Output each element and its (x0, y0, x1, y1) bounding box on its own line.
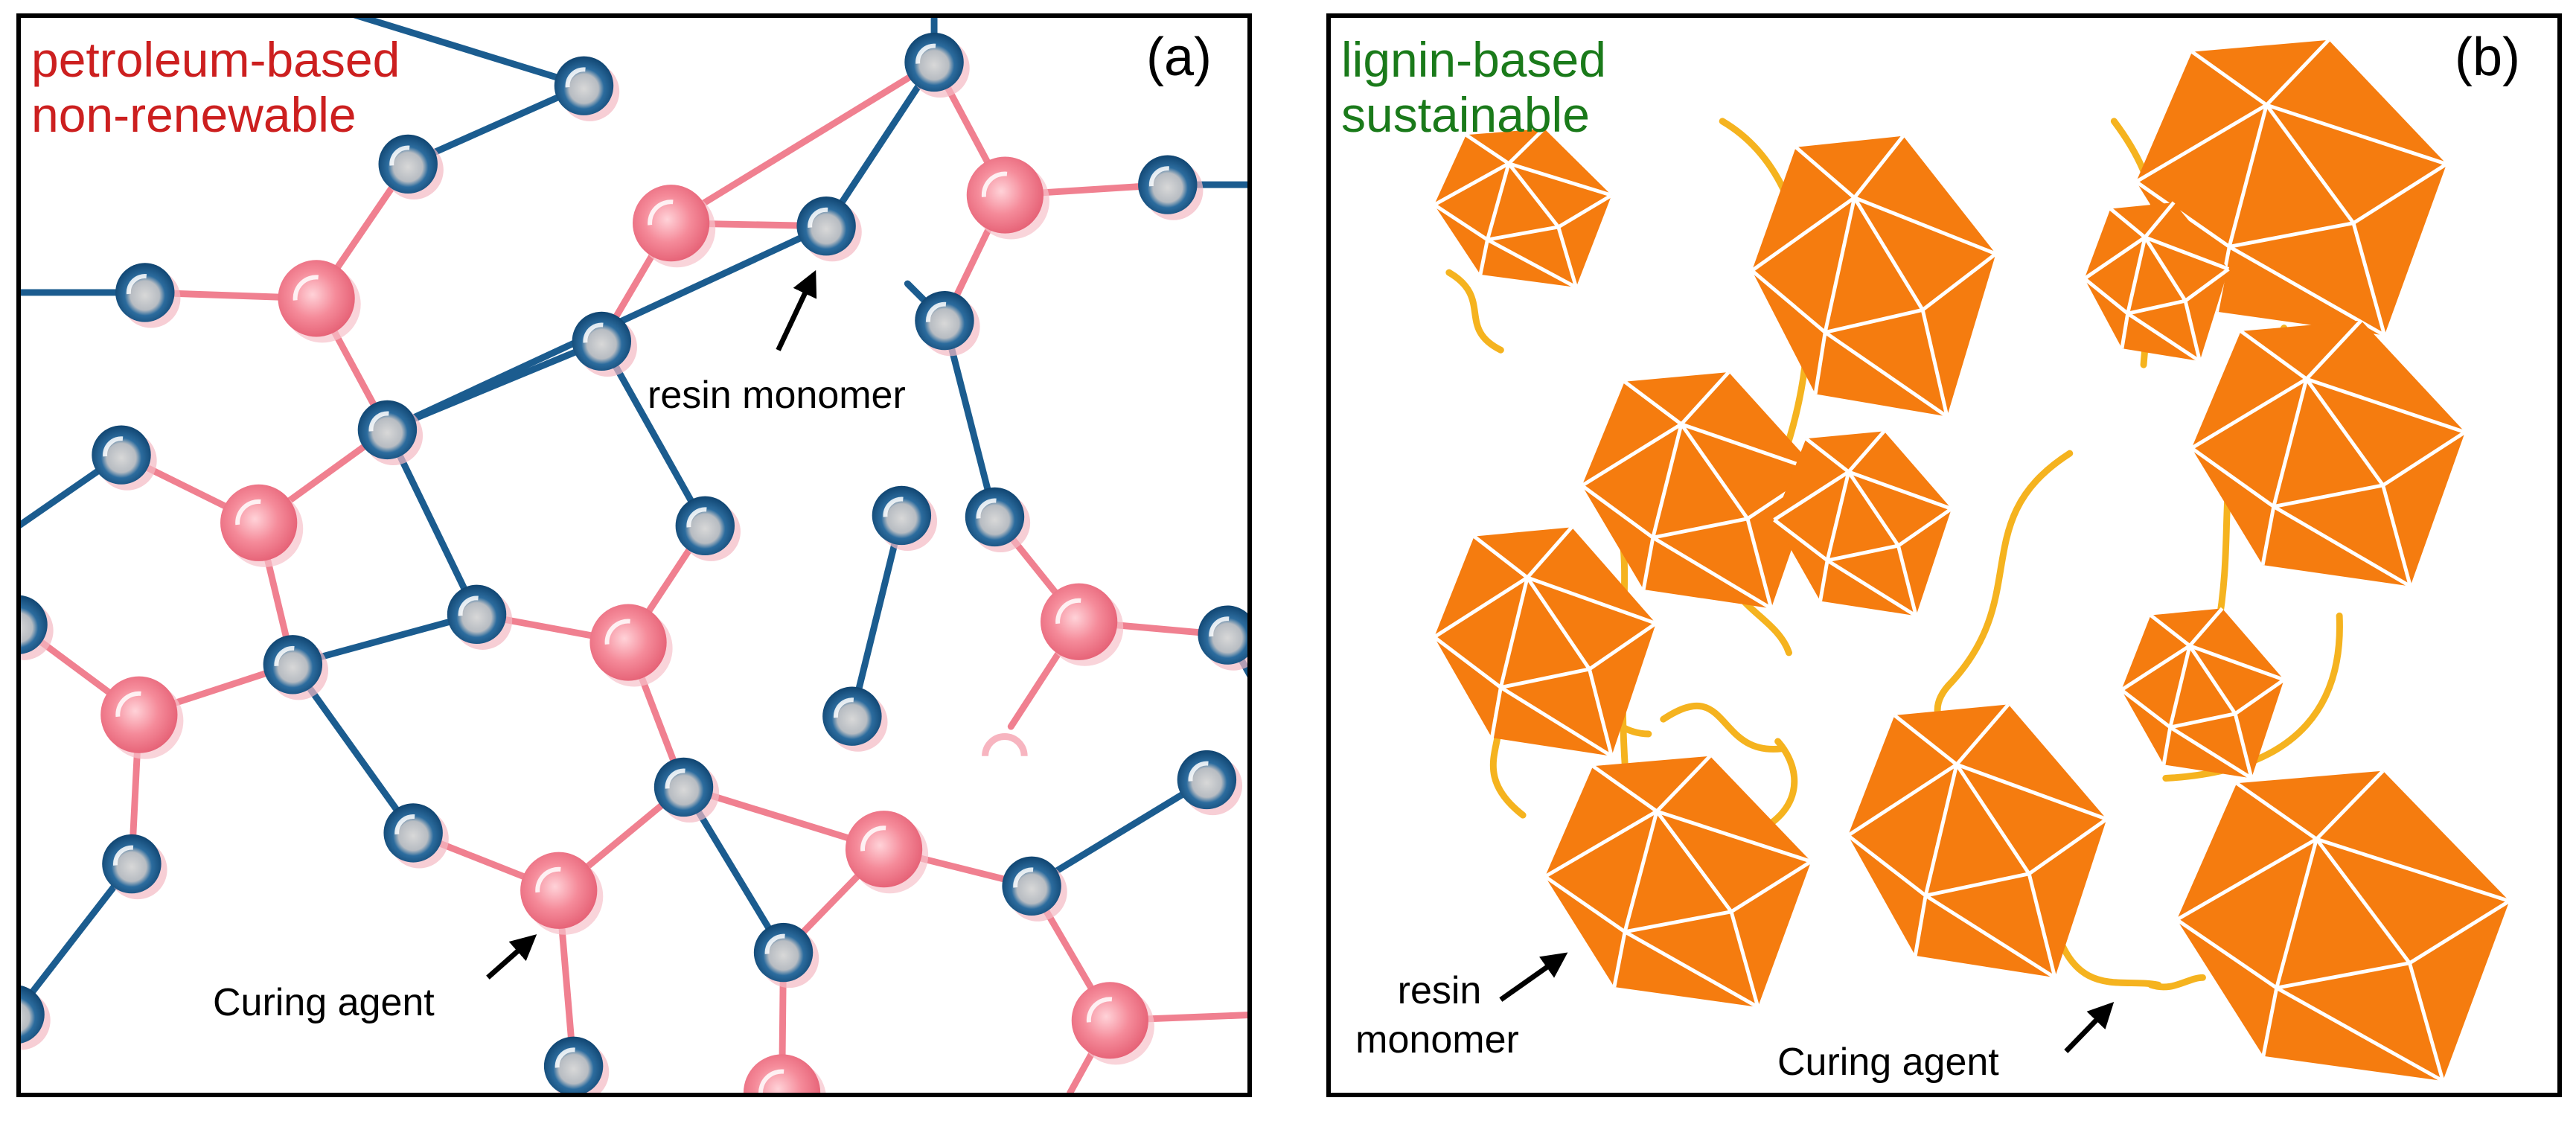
monomer-atom (915, 290, 980, 357)
curing-agent-label: Curing agent (213, 981, 435, 1024)
monomer-atom (796, 197, 862, 262)
monomer-atom (115, 263, 181, 328)
lignin-monomer-polyhedron (1581, 371, 1820, 610)
monomer-atom (21, 986, 51, 1050)
panel-b-title-line1: lignin-based (1341, 32, 1606, 87)
monomer-bond (21, 860, 135, 1012)
monomer-atom (1177, 750, 1243, 816)
monomer-atom (378, 134, 444, 199)
linker (2147, 974, 2206, 991)
monomer-atom (1198, 605, 1247, 671)
monomer-atom (1138, 155, 1204, 220)
curing-arrow (2064, 1001, 2115, 1053)
lignin-monomer-polyhedron (2083, 201, 2230, 363)
panel-b-label: (b) (2455, 28, 2520, 87)
monomer-atom (753, 922, 819, 989)
curing-agent-atom (520, 852, 604, 935)
lignin-monomer-polyhedron (1773, 429, 1953, 618)
panel-a: petroleum-based non-renewable (a) resin … (16, 13, 1252, 1097)
panel-a-title-line2: non-renewable (31, 87, 357, 142)
monomer-bond (822, 59, 938, 230)
monomer-atom (965, 487, 1031, 553)
lignin-monomer-polyhedron (2176, 769, 2511, 1083)
petroleum-network-diagram (21, 18, 1247, 1093)
resin-monomer-label: resin monomer (648, 374, 906, 417)
monomer-atom (675, 496, 741, 561)
monomer-atom (357, 400, 424, 466)
curing-bond-fragment (982, 733, 1028, 757)
curing-agent-atom (1071, 982, 1154, 1065)
monomer-atom (543, 1036, 610, 1093)
monomer-atom (1002, 856, 1067, 922)
panel-b: lignin-based sustainable (b) resin monom… (1326, 13, 2562, 1097)
curing-agent-label: Curing agent (1777, 1041, 1999, 1084)
monomer-bond (1028, 776, 1210, 890)
resin-label: resin (1397, 969, 1482, 1012)
monomer-atom (92, 425, 157, 491)
monomer-bond (353, 18, 587, 89)
monomer-bond (404, 82, 587, 167)
monomer-bond (848, 511, 905, 720)
lignin-network-diagram (1433, 39, 2511, 1083)
panel-b-title-line2: sustainable (1341, 87, 1590, 142)
lignin-monomer-polyhedron (2120, 607, 2286, 780)
curing-agent-atom (1041, 583, 1124, 666)
lignin-monomer-polyhedron (1544, 755, 1812, 1009)
curing-agent-atom (100, 676, 184, 759)
monomer-atom (822, 686, 888, 752)
monomer-atom (263, 635, 328, 700)
monomer-arrow (776, 269, 817, 351)
monomer-atom (383, 803, 449, 869)
curing-agent-atom (220, 484, 304, 567)
curing-agent-atom (845, 811, 929, 894)
linker (1660, 702, 1786, 753)
linker (2051, 922, 2162, 989)
monomer-atom (447, 584, 513, 650)
monomer-atom (102, 834, 167, 900)
monomer-atom (904, 32, 970, 98)
curing-agent-atom (743, 1054, 826, 1093)
lignin-monomer-polyhedron (1433, 526, 1658, 758)
curing-agent-atom (633, 185, 716, 268)
lignin-monomer-polyhedron (1751, 135, 1998, 418)
curing-agent-atom (589, 604, 673, 687)
curing-arrow (486, 934, 537, 980)
monomer-atom (653, 757, 720, 823)
lignin-monomer-polyhedron (2190, 319, 2467, 588)
panel-a-title-line1: petroleum-based (31, 32, 400, 87)
curing-agent-atom (966, 156, 1049, 240)
panel-a-label: (a) (1146, 28, 1212, 87)
lignin-monomer-polyhedron (1847, 703, 2108, 980)
curing-bond (668, 59, 938, 227)
monomer-atom (872, 485, 938, 552)
monomer-atom (572, 311, 637, 377)
linker (1445, 269, 1504, 354)
monomer-atom (554, 56, 620, 121)
curing-agent-atom (278, 260, 361, 343)
monomer-label: monomer (1355, 1018, 1519, 1061)
monomer-arrow (1499, 952, 1568, 1002)
lignin-monomer-polyhedron (1433, 127, 1613, 290)
monomer-atom (21, 595, 54, 660)
